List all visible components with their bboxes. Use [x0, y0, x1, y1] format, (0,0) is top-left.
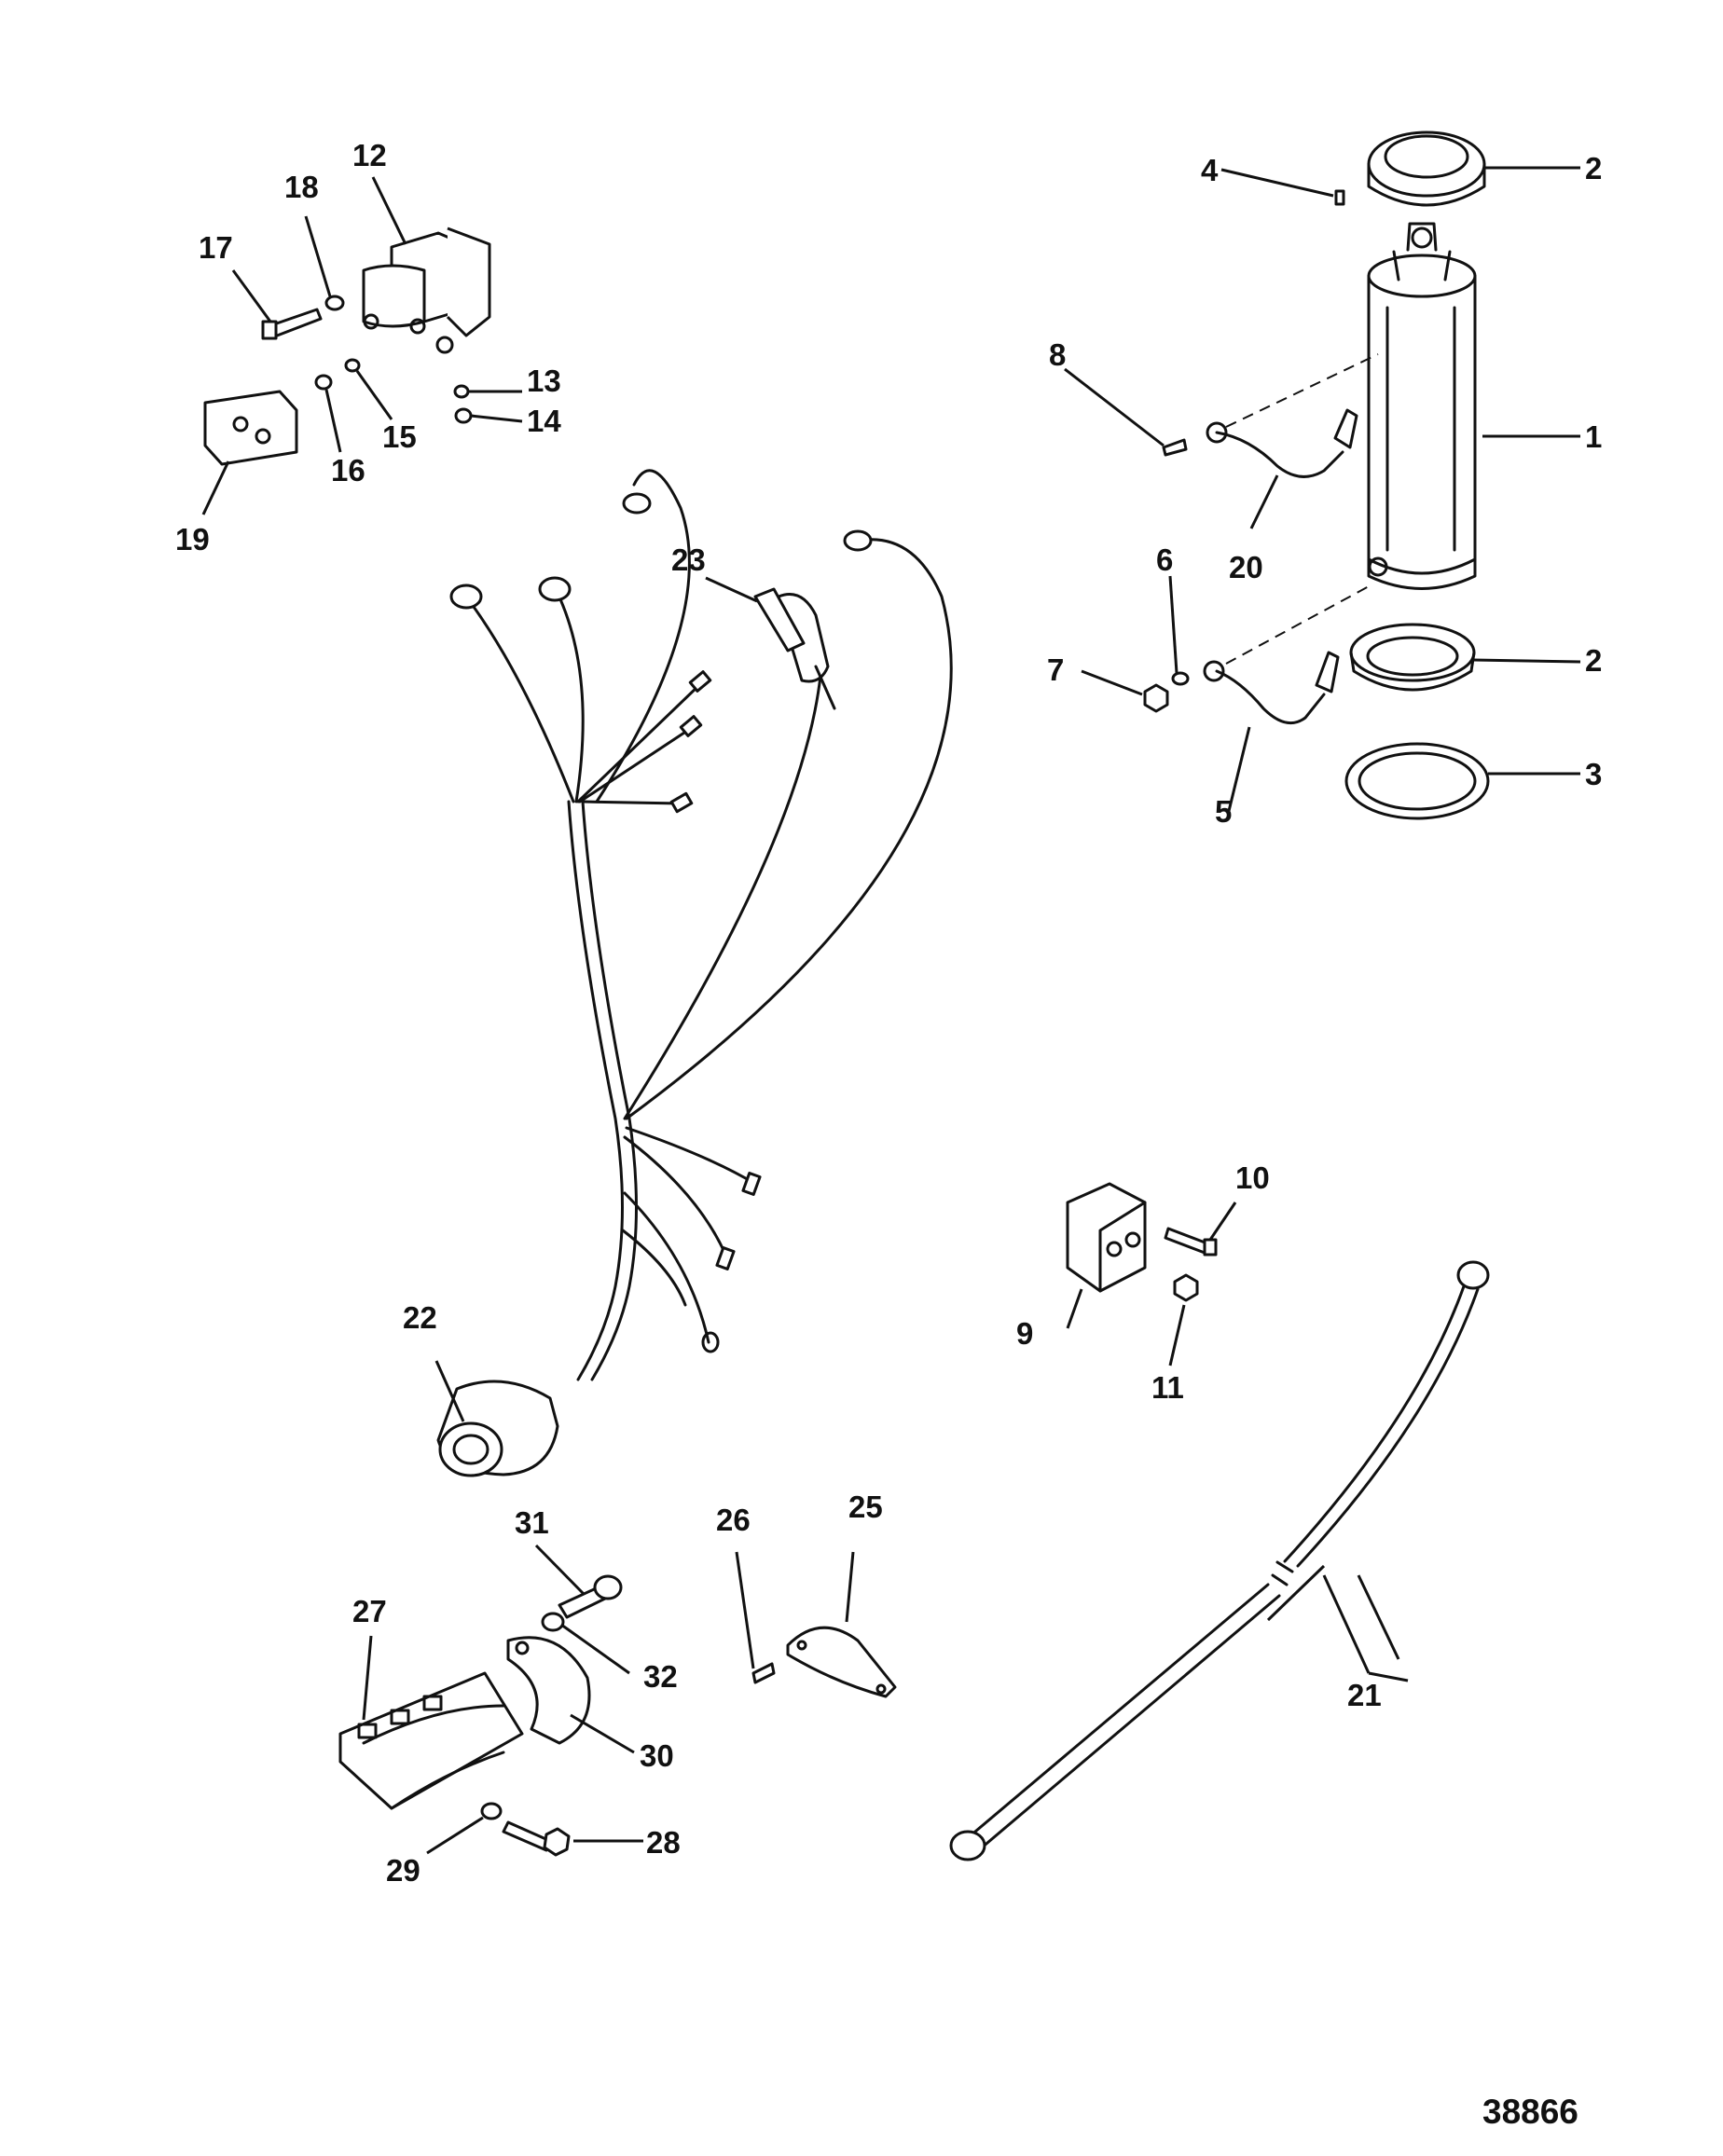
starter-end-cap-bottom — [1349, 623, 1476, 692]
callout-18: 18 — [284, 170, 319, 204]
callout-11: 11 — [1151, 1370, 1184, 1405]
callout-9: 9 — [1016, 1316, 1033, 1351]
washer-6 — [1171, 671, 1190, 686]
callout-23: 23 — [671, 542, 706, 577]
screw-17 — [261, 308, 323, 340]
callout-26: 26 — [716, 1503, 751, 1537]
figure-number: 38866 — [1482, 2093, 1578, 2131]
callout-12: 12 — [352, 138, 387, 172]
starter-cable-20 — [1206, 408, 1358, 478]
callout-29: 29 — [386, 1853, 420, 1888]
screw-31 — [558, 1574, 623, 1619]
rectifier-9 — [1066, 1182, 1147, 1293]
washer-18 — [324, 295, 345, 311]
fuse-23 — [753, 587, 806, 652]
callout-22: 22 — [403, 1300, 437, 1335]
battery-cable-21 — [949, 1260, 1490, 1861]
callout-7: 7 — [1047, 652, 1064, 687]
terminal-block-19 — [203, 390, 298, 466]
callout-8: 8 — [1049, 337, 1066, 372]
washer-15 — [344, 358, 361, 373]
screw-26 — [751, 1662, 776, 1684]
callout-16: 16 — [331, 453, 365, 488]
starter-cable-5 — [1203, 651, 1340, 725]
clamp-27 — [338, 1671, 524, 1810]
callout-10: 10 — [1235, 1160, 1270, 1195]
nut-16 — [314, 374, 333, 391]
callout-25: 25 — [848, 1490, 883, 1524]
callout-31: 31 — [515, 1505, 549, 1540]
screw-28 — [502, 1820, 571, 1857]
callout-32: 32 — [643, 1659, 678, 1694]
clamp-half-30 — [506, 1636, 591, 1745]
callout-17: 17 — [199, 230, 233, 265]
screw-10 — [1164, 1227, 1218, 1257]
nut-7 — [1143, 683, 1169, 713]
screw-8 — [1162, 438, 1188, 457]
callout-21: 21 — [1347, 1678, 1382, 1712]
callout-27: 27 — [352, 1594, 387, 1628]
starter-seal-ring — [1344, 742, 1490, 820]
callout-19: 19 — [175, 522, 210, 556]
callout-14: 14 — [527, 404, 561, 438]
callout-30: 30 — [640, 1738, 674, 1773]
callout-3: 3 — [1585, 757, 1602, 791]
callout-28: 28 — [646, 1825, 681, 1860]
callout-labels: 1 2 2 3 4 5 6 7 8 9 10 11 12 13 14 15 16… — [175, 138, 1602, 1888]
nut-14 — [454, 407, 473, 424]
retainer-25 — [786, 1626, 897, 1698]
starter-clip-4 — [1334, 189, 1345, 206]
callout-6: 6 — [1156, 542, 1173, 577]
callout-13: 13 — [527, 364, 561, 398]
solenoid-12 — [362, 227, 491, 354]
nut-11 — [1173, 1273, 1199, 1302]
fuse-holder-23 — [777, 593, 836, 710]
leader-lines — [201, 166, 1581, 1855]
callout-15: 15 — [382, 419, 417, 454]
washer-32 — [541, 1612, 565, 1632]
callout-1: 1 — [1585, 419, 1602, 454]
callout-20: 20 — [1229, 550, 1263, 584]
callout-4: 4 — [1201, 153, 1219, 187]
washer-29 — [480, 1802, 503, 1820]
washer-13 — [453, 384, 470, 399]
callout-2b: 2 — [1585, 643, 1602, 678]
wiring-harness-22 — [436, 469, 953, 1477]
starter-motor — [1367, 222, 1477, 590]
callout-2: 2 — [1585, 151, 1602, 185]
callout-5: 5 — [1215, 794, 1232, 829]
starter-end-cap-top — [1367, 130, 1486, 207]
